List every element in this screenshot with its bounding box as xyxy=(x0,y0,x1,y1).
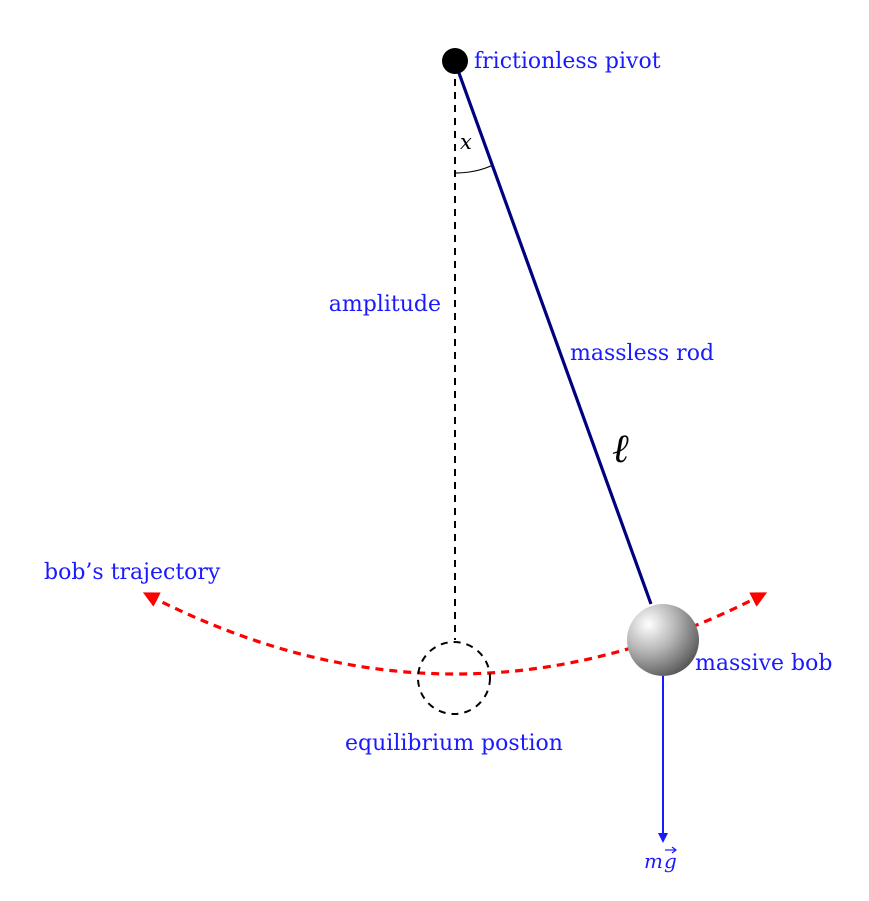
force-mass-symbol: m xyxy=(644,849,663,873)
force-gravity-symbol: g xyxy=(664,849,677,873)
rod-label: massless rod xyxy=(570,341,714,366)
frictionless-pivot xyxy=(442,48,468,74)
pivot-label: frictionless pivot xyxy=(474,49,661,74)
vector-arrow-icon xyxy=(671,846,677,854)
equilibrium-position-circle xyxy=(417,641,491,715)
amplitude-label: amplitude xyxy=(329,292,441,317)
angle-label: x xyxy=(460,130,472,154)
equilibrium-label: equilibrium postion xyxy=(345,731,563,756)
length-label: ℓ xyxy=(612,426,629,472)
force-label: m g xyxy=(644,846,677,873)
trajectory-label: bob’s trajectory xyxy=(44,560,221,585)
bob-label: massive bob xyxy=(695,651,832,676)
massless-rod xyxy=(453,61,653,605)
massive-bob xyxy=(627,604,699,676)
angle-arc xyxy=(454,164,494,174)
